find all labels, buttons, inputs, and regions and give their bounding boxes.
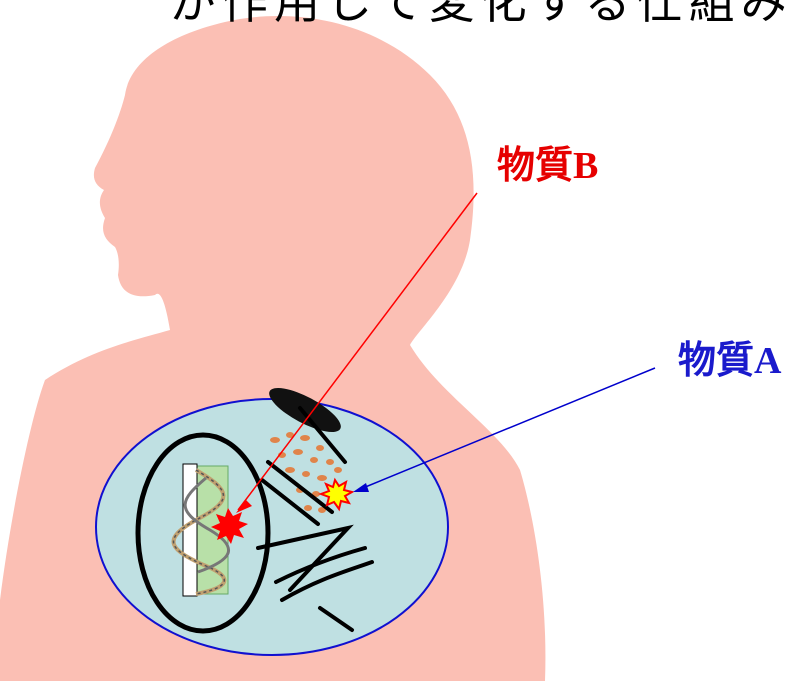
cell-icon: [96, 399, 448, 655]
title-cropped: が作用して変化する仕組み: [170, 0, 793, 32]
substance-b-label: 物質B: [497, 147, 598, 185]
substance-a-label: 物質A: [678, 342, 781, 380]
